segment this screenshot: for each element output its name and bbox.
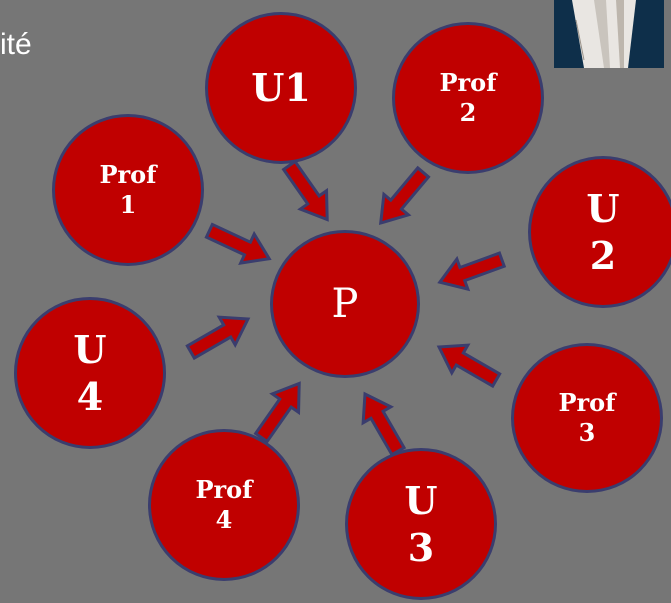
node-u1-label: U1 bbox=[251, 65, 311, 111]
node-prof1-label: Prof 1 bbox=[99, 160, 157, 219]
center-node-p: P bbox=[270, 230, 420, 378]
arrow-from-prof1 bbox=[201, 214, 278, 275]
node-prof4: Prof 4 bbox=[148, 429, 300, 581]
arrow-from-prof4 bbox=[246, 372, 314, 449]
node-prof2: Prof 2 bbox=[392, 22, 544, 174]
node-u2: U 2 bbox=[528, 156, 671, 308]
arrow-from-u2 bbox=[432, 243, 509, 299]
node-u1: U1 bbox=[205, 12, 357, 164]
node-u3-label: U 3 bbox=[404, 477, 438, 571]
node-u3: U 3 bbox=[345, 448, 497, 600]
arrow-from-prof3 bbox=[429, 331, 506, 396]
node-u4: U 4 bbox=[14, 297, 166, 449]
arrow-from-u4 bbox=[181, 303, 258, 368]
center-node-label: P bbox=[331, 281, 359, 327]
arrow-from-prof2 bbox=[366, 160, 437, 235]
arrow-from-u3 bbox=[349, 384, 414, 461]
node-prof3: Prof 3 bbox=[511, 343, 663, 493]
arrow-from-u1 bbox=[274, 154, 342, 231]
node-prof4-label: Prof 4 bbox=[195, 475, 253, 534]
node-prof1: Prof 1 bbox=[52, 114, 204, 266]
node-prof2-label: Prof 2 bbox=[439, 68, 497, 127]
slide-title-fragment: ité bbox=[0, 28, 32, 61]
node-u2-label: U 2 bbox=[586, 185, 620, 279]
node-u4-label: U 4 bbox=[73, 326, 107, 420]
portrait-photo bbox=[554, 0, 664, 68]
node-prof3-label: Prof 3 bbox=[558, 388, 616, 447]
